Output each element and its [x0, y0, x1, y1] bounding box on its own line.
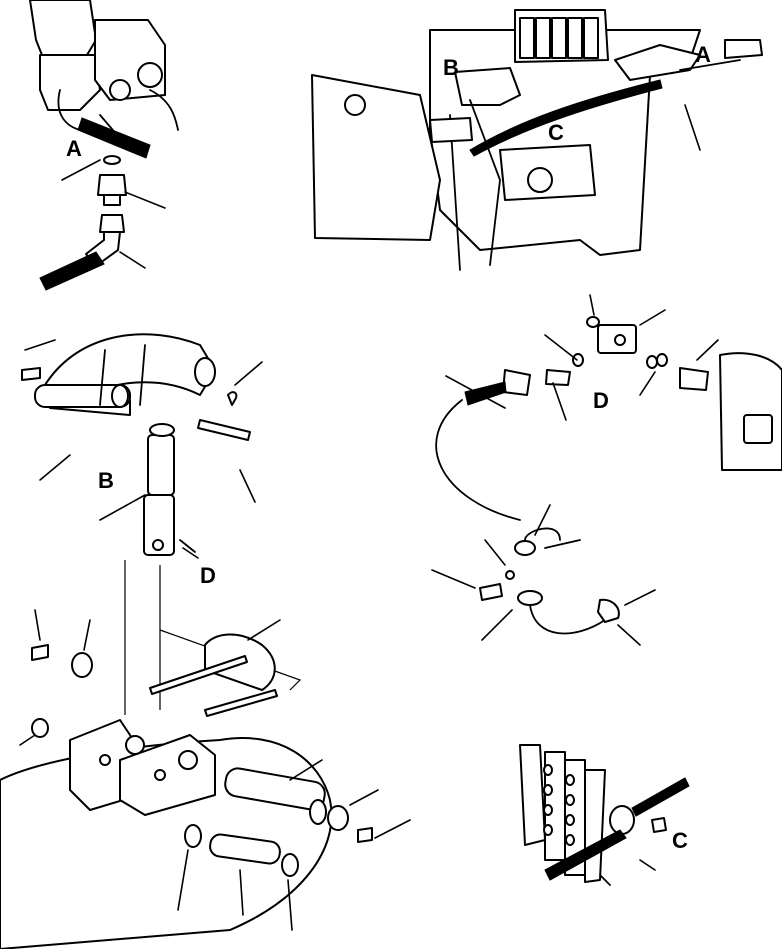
valve-stack-grommet-c-view	[519, 744, 690, 886]
callout-c-top: C	[548, 120, 564, 145]
callout-a-left: A	[66, 136, 82, 161]
callout-b-top: B	[443, 55, 459, 80]
stack-port-column	[543, 764, 575, 846]
pivot-bracket-assembly-view	[0, 560, 411, 949]
callout-d-left: D	[200, 563, 216, 588]
callout-a-right: A	[695, 42, 711, 67]
bracket-b-pin-d-view	[21, 333, 263, 559]
callout-b-middle: B	[98, 468, 114, 493]
callout-d-right: D	[593, 388, 609, 413]
frame-valve-bank-view	[311, 9, 763, 271]
valve-stack	[519, 17, 599, 59]
valve-fitting-view	[29, 0, 179, 291]
callout-c-bottom: C	[672, 828, 688, 853]
cable-fitting-d-view	[431, 294, 782, 646]
